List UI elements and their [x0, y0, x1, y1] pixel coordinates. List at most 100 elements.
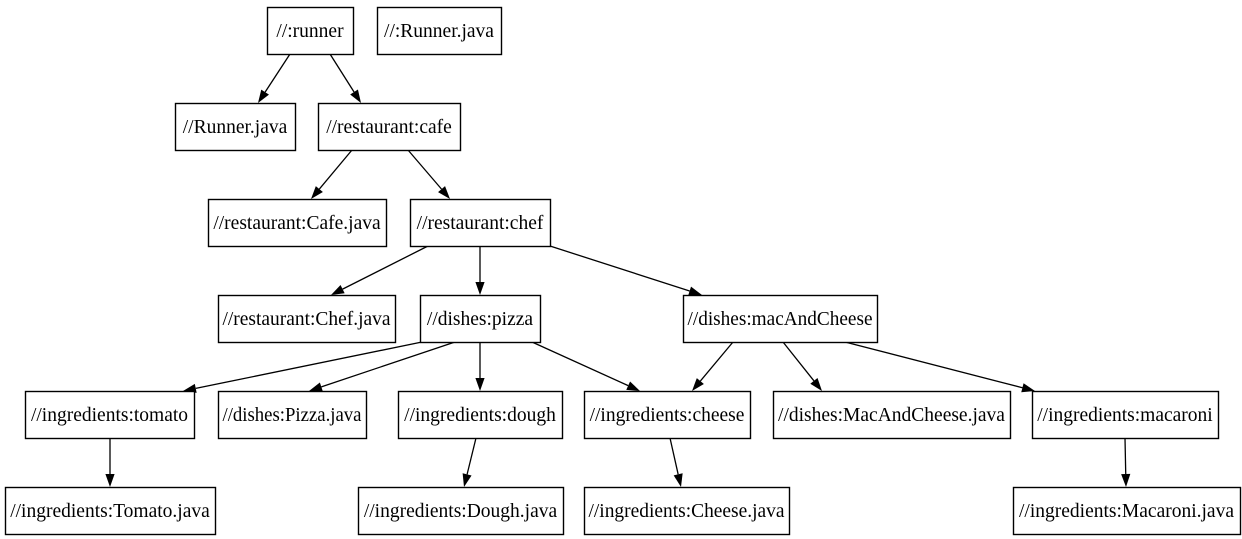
edge-line [318, 149, 353, 190]
arrowhead-icon [626, 381, 640, 391]
arrowhead-icon [331, 285, 345, 295]
edge-line [342, 245, 429, 290]
node-box [583, 390, 752, 440]
edge-mac-and-cheese-to-macaroni [844, 341, 1035, 393]
edge-pizza-to-tomato [183, 341, 423, 393]
graph-node-dough-java: //ingredients:Dough.java [357, 486, 565, 536]
node-label: //restaurant:Cafe.java [213, 213, 381, 234]
node-box [397, 390, 564, 440]
edge-line [321, 341, 456, 388]
graph-node-macaroni: //ingredients:macaroni [1031, 390, 1220, 440]
arrowhead-icon [183, 383, 197, 393]
graph-node-cafe: //restaurant:cafe [317, 102, 462, 152]
edge-macaroni-to-macaroni-java [1121, 437, 1131, 487]
arrowhead-icon [1021, 383, 1035, 393]
node-box [357, 486, 565, 536]
node-label: //Runner.java [183, 117, 288, 138]
node-box [217, 390, 368, 440]
arrowhead-icon [350, 89, 361, 103]
node-box [266, 6, 355, 56]
edge-line [1124, 437, 1127, 475]
arrowhead-icon [673, 473, 683, 487]
node-label: //:runner [276, 21, 344, 42]
graph-node-runner-java: //Runner.java [174, 102, 297, 152]
node-label: //ingredients:Tomato.java [10, 501, 210, 522]
node-label: //restaurant:cafe [326, 117, 452, 138]
arrowhead-icon [311, 186, 323, 199]
edge-dough-to-dough-java [462, 437, 477, 487]
node-box [317, 102, 462, 152]
edge-chef-to-pizza [475, 246, 485, 295]
node-label: //dishes:macAndCheese [688, 309, 873, 330]
arrowhead-icon [688, 286, 702, 296]
graph-node-mac-and-cheese: //dishes:macAndCheese [682, 294, 879, 344]
edge-line [407, 149, 443, 190]
graph-node-pizza: //dishes:pizza [419, 294, 542, 344]
graph-node-cafe-java: //restaurant:Cafe.java [207, 198, 388, 248]
edge-line [531, 341, 629, 387]
node-label: //dishes:pizza [427, 309, 533, 330]
edge-line [195, 341, 423, 390]
arrowhead-icon [692, 378, 704, 391]
graph-node-chef-java: //restaurant:Chef.java [217, 294, 397, 344]
graph-node-cheese: //ingredients:cheese [583, 390, 752, 440]
graph-node-mac-and-cheese-java: //dishes:MacAndCheese.java [772, 390, 1012, 440]
edge-line [329, 53, 355, 93]
node-label: //ingredients:dough [404, 405, 556, 426]
arrowhead-icon [475, 282, 485, 295]
node-label: //restaurant:chef [417, 213, 544, 234]
node-label: //dishes:MacAndCheese.java [778, 405, 1005, 426]
node-label: //ingredients:Cheese.java [589, 501, 785, 522]
node-box [682, 294, 879, 344]
arrowhead-icon [462, 473, 472, 487]
edge-cheese-to-cheese-java [669, 437, 683, 487]
node-box [4, 486, 217, 536]
node-label: //:Runner.java [384, 21, 494, 42]
node-box [174, 102, 297, 152]
node-box [217, 294, 397, 344]
node-label: //ingredients:Dough.java [364, 501, 558, 522]
edge-cafe-to-chef [407, 149, 450, 199]
edge-tomato-to-tomato-java [105, 438, 115, 487]
edge-chef-to-mac-and-cheese [549, 245, 702, 296]
node-box [772, 390, 1012, 440]
arrowhead-icon [810, 377, 822, 391]
edge-pizza-to-cheese [531, 341, 640, 391]
arrowhead-icon [1121, 473, 1131, 487]
edge-line [844, 341, 1023, 389]
node-box [1031, 390, 1220, 440]
node-box [24, 390, 196, 440]
edge-line [669, 437, 679, 475]
graph-node-runner: //:runner [266, 6, 355, 56]
graph-node-pizza-java: //dishes:Pizza.java [217, 390, 368, 440]
edge-line [466, 437, 477, 475]
node-label: //ingredients:Macaroni.java [1019, 501, 1234, 522]
graph-node-runner-java-src: //:Runner.java [376, 6, 503, 56]
arrowhead-icon [258, 89, 269, 103]
edge-cafe-to-cafe-java [311, 149, 353, 199]
node-box [583, 486, 791, 536]
edge-line [699, 341, 734, 382]
node-box [1012, 486, 1242, 536]
node-label: //dishes:Pizza.java [223, 405, 362, 426]
node-label: //ingredients:macaroni [1037, 405, 1213, 426]
arrowhead-icon [309, 382, 323, 392]
edge-line [782, 341, 815, 382]
edge-mac-and-cheese-to-mac-and-cheese-java [782, 341, 822, 391]
arrowhead-icon [475, 378, 485, 391]
node-box [409, 198, 552, 248]
edge-runner-to-cafe [329, 53, 361, 103]
node-label: //restaurant:Chef.java [223, 309, 391, 330]
graph-node-cheese-java: //ingredients:Cheese.java [583, 486, 791, 536]
edge-pizza-to-dough [475, 342, 485, 391]
graph-node-macaroni-java: //ingredients:Macaroni.java [1012, 486, 1242, 536]
arrowhead-icon [105, 474, 115, 487]
arrowhead-icon [438, 186, 450, 199]
edge-mac-and-cheese-to-cheese [692, 341, 734, 391]
node-box [419, 294, 542, 344]
edge-pizza-to-pizza-java [309, 341, 456, 392]
graph-node-dough: //ingredients:dough [397, 390, 564, 440]
graph-node-chef: //restaurant:chef [409, 198, 552, 248]
